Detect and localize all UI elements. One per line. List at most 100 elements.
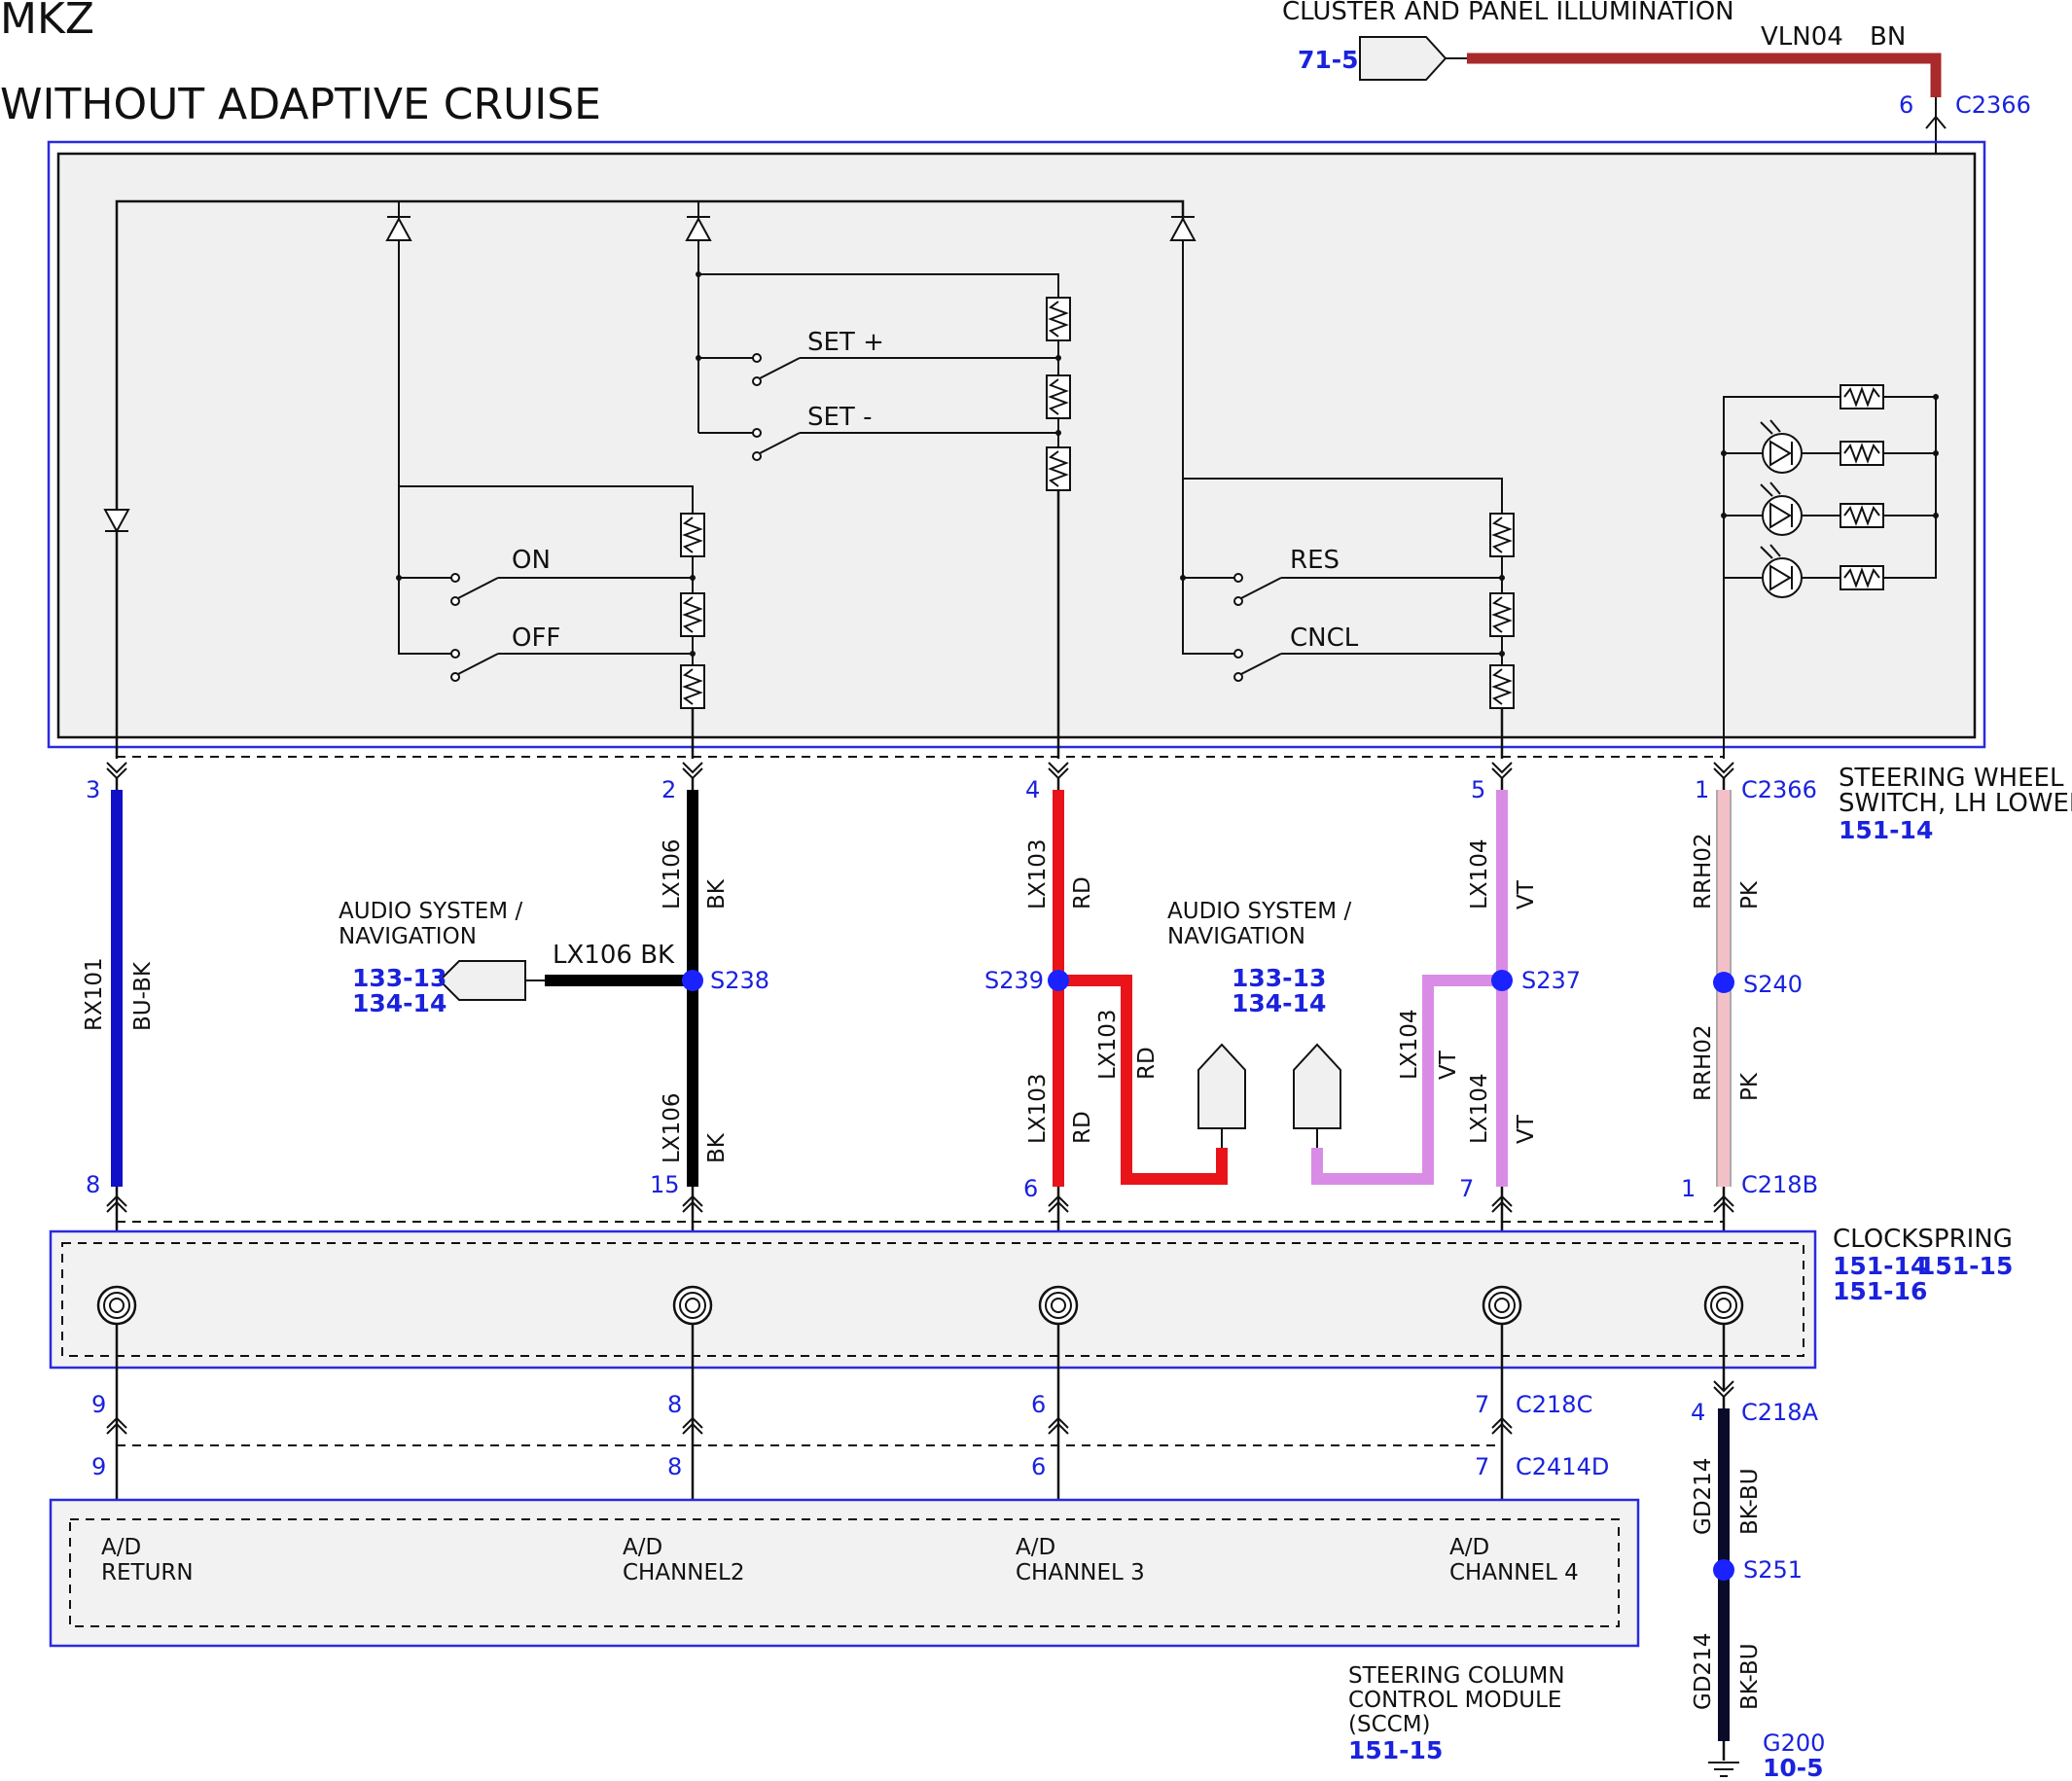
sccm-input-label: A/D	[101, 1535, 141, 1560]
resistor-icon	[1840, 441, 1884, 466]
on-switch: ON	[450, 546, 693, 606]
vln04-pin: 6	[1899, 91, 1913, 119]
ground-ref: 10-5	[1763, 1754, 1824, 1781]
led-icon	[1760, 544, 1803, 598]
audio-right-connector-icon	[1293, 1043, 1341, 1129]
clockspring-ref: 151-16	[1833, 1277, 1927, 1305]
wire-lx103-circuit: LX103	[1025, 839, 1051, 909]
sccm-ref: 151-15	[1348, 1736, 1443, 1764]
vln04-wire	[1467, 53, 1942, 97]
c2366-label: C2366	[1741, 776, 1817, 803]
c218b-label: C218B	[1741, 1171, 1818, 1198]
resistor-icon	[1489, 592, 1515, 637]
wire-rrh02-color: PK	[1737, 1072, 1763, 1101]
resistor-icon	[1489, 513, 1515, 557]
wire-lx106-color: BK	[704, 878, 730, 909]
wire-rrh02-color: PK	[1737, 880, 1763, 909]
splice-s251-label: S251	[1743, 1556, 1803, 1584]
diode-icon	[103, 509, 130, 534]
wire-lx103-color: RD	[1070, 1111, 1095, 1144]
switch-label-off: OFF	[512, 623, 560, 653]
clockspring-coil-icon	[672, 1285, 713, 1326]
illumination-label: CLUSTER AND PANEL ILLUMINATION	[1282, 0, 1734, 26]
set-minus-switch: SET -	[752, 403, 1058, 461]
resistor-icon	[680, 592, 705, 637]
ground-label: G200	[1763, 1729, 1825, 1757]
c2366-pin: 3	[86, 776, 100, 803]
clockspring-coil-icon	[1482, 1285, 1522, 1326]
sccm-input-label: A/D	[1016, 1535, 1055, 1560]
sccm-name: CONTROL MODULE	[1348, 1688, 1561, 1713]
wire-lx104-circuit: LX104	[1467, 839, 1492, 909]
splice-s240-label: S240	[1743, 971, 1803, 998]
wire-lx103-branch	[1058, 975, 1228, 1185]
audio-left-label: NAVIGATION	[339, 924, 477, 949]
c218c-pin: 7	[1475, 1391, 1489, 1418]
splice-s238	[682, 970, 703, 991]
audio-left-label: AUDIO SYSTEM /	[339, 899, 522, 924]
splice-s239	[1048, 970, 1069, 991]
c2366-pin: 1	[1695, 776, 1709, 803]
wire-lx103-color: RD	[1070, 876, 1095, 909]
audio-left-ref: 134-14	[352, 989, 447, 1017]
model-title: MKZ	[0, 0, 94, 44]
wire-lx104-branch	[1311, 975, 1502, 1185]
sccm-input-label: CHANNEL 3	[1016, 1560, 1145, 1585]
sccm-input-label: A/D	[623, 1535, 662, 1560]
connector-arrow-icon	[106, 762, 1734, 780]
c218c-pin: 6	[1031, 1391, 1046, 1418]
led-row	[1724, 544, 1884, 598]
c218c-pin: 9	[91, 1391, 106, 1418]
audio-right-connector-icon	[1197, 1043, 1246, 1129]
illumination-connector-icon	[1359, 36, 1447, 81]
c2366-pin: 2	[661, 776, 676, 803]
audio-right-label: NAVIGATION	[1167, 924, 1305, 949]
c218b-pin: 7	[1459, 1175, 1474, 1202]
c2366-top-label: C2366	[1955, 91, 2031, 119]
c218b-pin: 1	[1681, 1175, 1696, 1202]
sccm-input-label: RETURN	[101, 1560, 194, 1585]
wire-rx101-color: BU-BK	[130, 961, 156, 1031]
wire-rrh02-circuit: RRH02	[1691, 1024, 1716, 1101]
ground-icon	[1708, 1762, 1739, 1777]
wire-lx104-branch-circuit: LX104	[1397, 1010, 1422, 1080]
c2414d-pin: 8	[667, 1453, 682, 1480]
switch-module-name: SWITCH, LH LOWER	[1839, 789, 2072, 818]
c218a-pin: 4	[1691, 1399, 1705, 1426]
led-icon	[1760, 481, 1803, 536]
audio-left-wire-label: LX106 BK	[553, 941, 675, 970]
wire-lx104-circuit: LX104	[1467, 1074, 1492, 1144]
vln04-circuit: VLN04	[1761, 22, 1843, 52]
off-switch: OFF	[450, 623, 693, 682]
resistor-icon	[1840, 565, 1884, 590]
clockspring-coil-icon	[1038, 1285, 1079, 1326]
wire-lx106-color: BK	[704, 1132, 730, 1163]
c218b-pin: 8	[86, 1171, 100, 1198]
audio-left-ref: 133-13	[352, 964, 447, 992]
sccm-input-label: CHANNEL2	[623, 1560, 744, 1585]
connector-arrow-icon	[106, 1187, 1734, 1294]
diode-icon	[385, 201, 412, 486]
c218b-pin: 6	[1023, 1175, 1038, 1202]
resistor-icon	[1046, 297, 1071, 341]
c2414d-pin: 6	[1031, 1453, 1046, 1480]
c218c-label: C218C	[1516, 1391, 1592, 1418]
wire-gd214-circuit: GD214	[1691, 1633, 1716, 1710]
switch-module-ref: 151-14	[1839, 816, 1933, 844]
splice-s237	[1491, 970, 1513, 991]
switch-label-set-plus: SET +	[807, 328, 884, 357]
wire-rx101-circuit: RX101	[82, 957, 107, 1031]
cncl-switch: CNCL	[1233, 623, 1502, 682]
resistor-icon	[1840, 503, 1884, 528]
wire-rrh02-circuit: RRH02	[1691, 833, 1716, 909]
switch-module-outer	[47, 140, 1986, 749]
sccm-name: (SCCM)	[1348, 1712, 1431, 1737]
c218c-pin: 8	[667, 1391, 682, 1418]
sccm-name: STEERING COLUMN	[1348, 1663, 1565, 1689]
c2366-pin: 4	[1025, 776, 1040, 803]
clockspring-coil-icon	[96, 1285, 137, 1326]
wire-lx104-branch-color: VT	[1436, 1050, 1461, 1080]
wire-lx106-circuit: LX106	[660, 1093, 685, 1163]
wire-lx103-branch-circuit: LX103	[1095, 1010, 1121, 1080]
